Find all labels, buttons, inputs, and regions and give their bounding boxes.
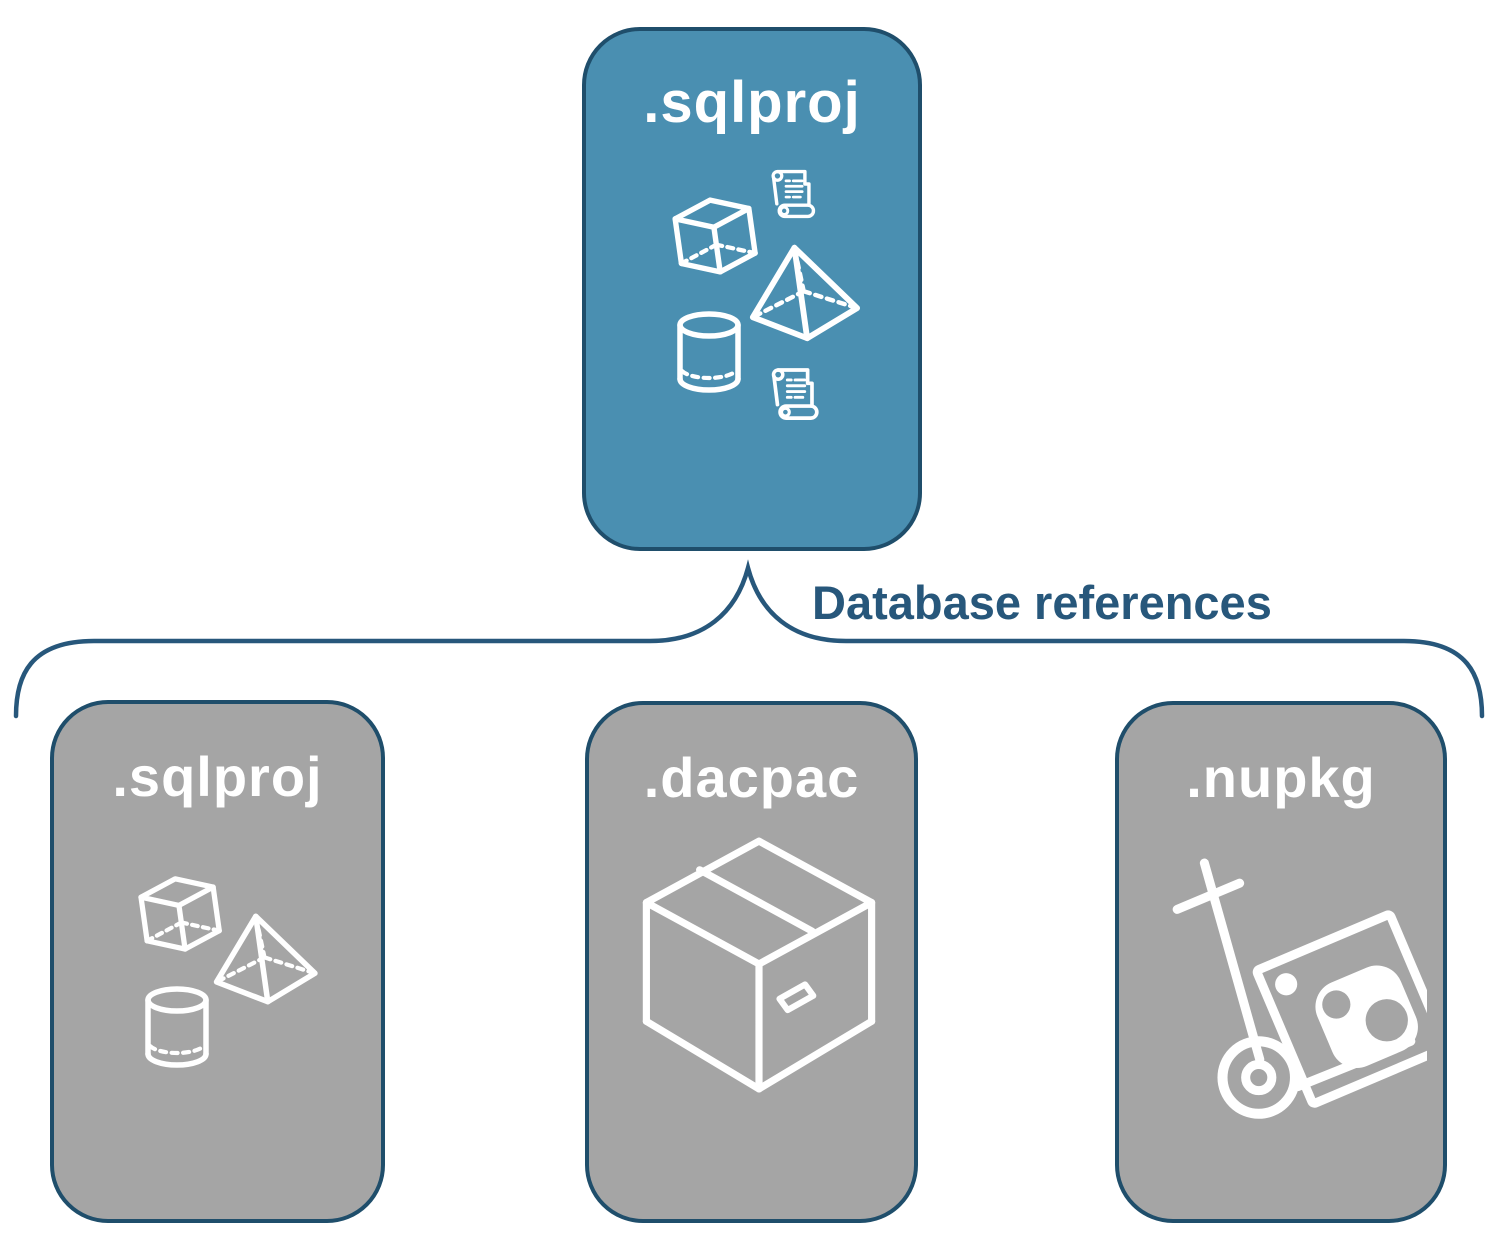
- cube-icon: [668, 187, 762, 283]
- cylinder-icon: [674, 311, 744, 397]
- cylinder-icon: [142, 986, 212, 1072]
- child-card-nupkg: .nupkg: [1115, 701, 1447, 1223]
- scroll-icon: [768, 363, 826, 423]
- parent-card-sqlproj: .sqlproj: [582, 27, 922, 551]
- child-card-title: .sqlproj: [112, 745, 323, 808]
- child-card-dacpac: .dacpac: [585, 701, 918, 1223]
- package-box-icon: [641, 835, 877, 1093]
- child-card-sqlproj: .sqlproj: [50, 700, 385, 1223]
- child-card-title: .nupkg: [1186, 746, 1376, 809]
- scroll-icon: [768, 165, 822, 221]
- parent-card-title: .sqlproj: [643, 70, 861, 135]
- cube-icon: [134, 866, 226, 960]
- nuget-trolley-icon: [1163, 853, 1427, 1147]
- child-card-title: .dacpac: [643, 746, 860, 809]
- connector-label: Database references: [812, 576, 1272, 629]
- pyramid-icon: [742, 241, 860, 347]
- pyramid-icon: [206, 910, 318, 1010]
